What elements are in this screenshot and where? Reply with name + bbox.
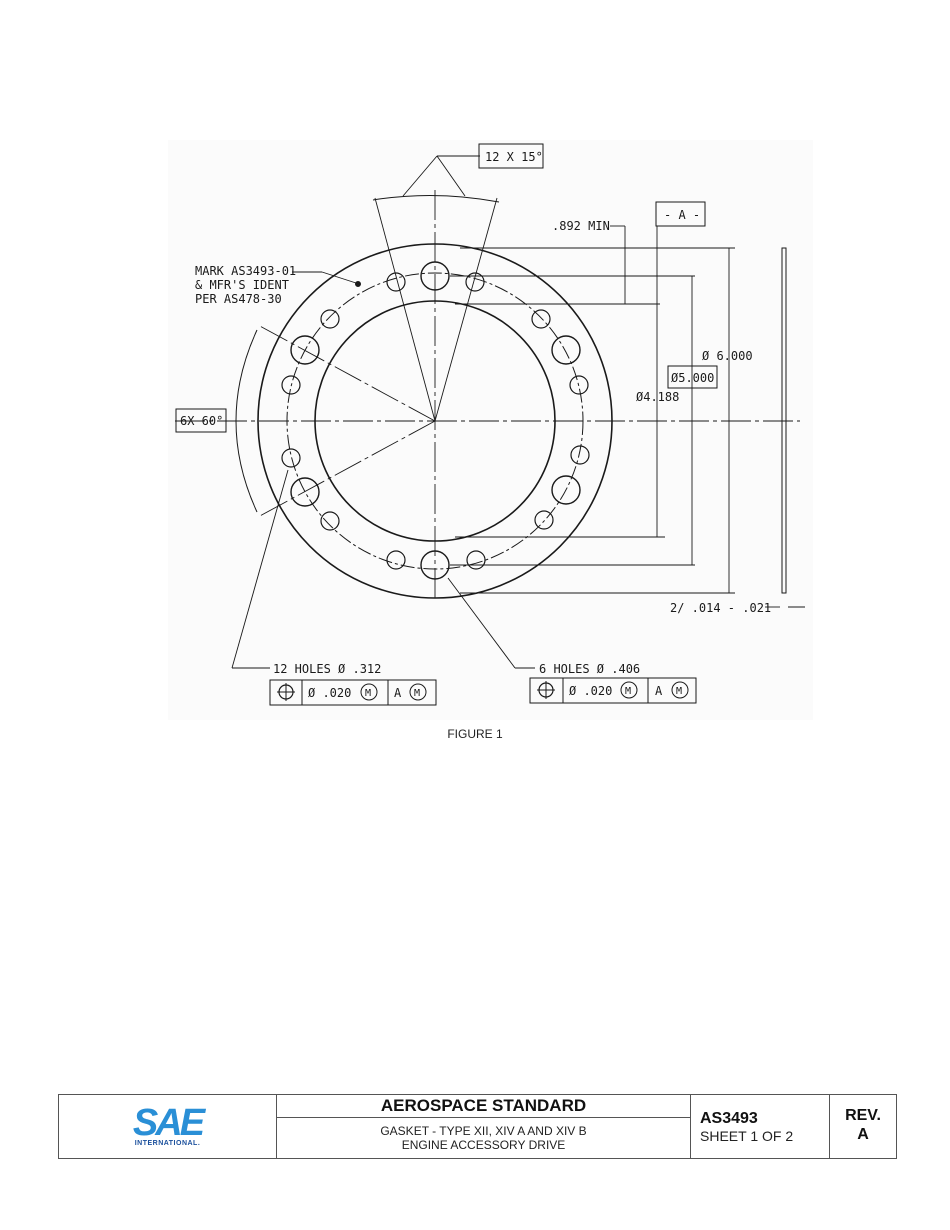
revision-value: A (857, 1126, 869, 1143)
min-dimension-label: .892 MIN (552, 219, 610, 233)
large-holes-modifier: M (625, 686, 631, 697)
dia-6000-label: Ø 6.000 (702, 349, 753, 363)
sae-logo: SAE INTERNATIONAL. (59, 1095, 277, 1158)
large-holes-callout: 6 HOLES Ø .406 (539, 662, 640, 676)
small-holes-datum-modifier: M (414, 688, 420, 699)
document-cell: AS3493 SHEET 1 OF 2 (691, 1095, 830, 1158)
angle-60-label: 6X 60° (180, 414, 223, 428)
dia-4188-label: Ø4.188 (636, 390, 679, 404)
revision-cell: REV. A (830, 1095, 896, 1158)
small-holes-modifier: M (365, 688, 371, 699)
title-block: SAE INTERNATIONAL. AEROSPACE STANDARD GA… (58, 1094, 897, 1159)
datum-a-label: - A - (664, 208, 700, 222)
small-holes-tolerance: Ø .020 (308, 686, 351, 700)
figure-caption: FIGURE 1 (447, 727, 503, 741)
small-holes-datum: A (394, 686, 402, 700)
gasket-drawing: 12 X 15° - A - .892 MIN MARK AS3493-01 &… (175, 143, 805, 706)
document-number: AS3493 (700, 1110, 758, 1127)
revision-label: REV. (845, 1107, 881, 1124)
standard-heading: AEROSPACE STANDARD (277, 1095, 690, 1118)
title-cell: AEROSPACE STANDARD GASKET - TYPE XII, XI… (277, 1095, 691, 1158)
dia-5000-label: Ø5.000 (671, 371, 714, 385)
large-holes-tolerance: Ø .020 (569, 684, 612, 698)
drawing-background (168, 140, 813, 720)
sheet-number: SHEET 1 OF 2 (700, 1128, 794, 1144)
description-line1: GASKET - TYPE XII, XIV A AND XIV B (380, 1124, 587, 1138)
large-holes-datum-modifier: M (676, 686, 682, 697)
large-holes-datum: A (655, 684, 663, 698)
mark-label-line3: PER AS478-30 (195, 292, 282, 306)
description: GASKET - TYPE XII, XIV A AND XIV B ENGIN… (277, 1118, 690, 1158)
thickness-label: 2/ .014 - .021 (670, 601, 771, 615)
small-holes-callout: 12 HOLES Ø .312 (273, 662, 381, 676)
description-line2: ENGINE ACCESSORY DRIVE (401, 1138, 566, 1152)
sae-logo-mark: SAE (132, 1102, 205, 1144)
mark-label-line1: MARK AS3493-01 (195, 264, 296, 278)
angle-15-label: 12 X 15° (485, 150, 543, 164)
sae-logo-subtitle: INTERNATIONAL. (134, 1140, 201, 1147)
mark-label-line2: & MFR'S IDENT (195, 278, 289, 292)
